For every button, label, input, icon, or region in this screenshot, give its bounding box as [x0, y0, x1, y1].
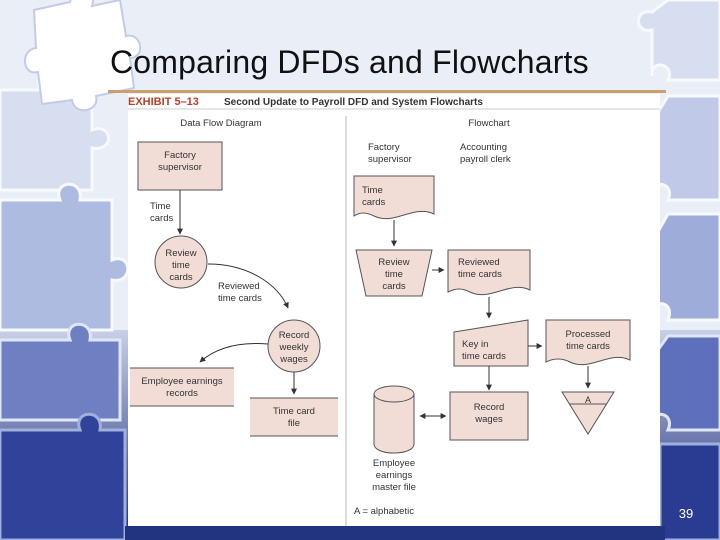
dfd-record-line1: Record	[279, 330, 310, 341]
dfd-time-cards-flow-line2: cards	[150, 213, 173, 224]
dfd-record-line2: weekly	[278, 342, 308, 353]
dfd-review-line2: time	[172, 260, 190, 271]
dfd-reviewed-flow-line2: time cards	[218, 293, 262, 304]
dfd-factory-supervisor-line1: Factory	[164, 150, 196, 161]
fc-processed-time-cards-document	[545, 319, 631, 366]
fc-accounting-clerk-line1: Accounting	[460, 142, 507, 153]
page-number: 39	[678, 506, 694, 521]
exhibit-caption: Second Update to Payroll DFD and System …	[224, 97, 483, 108]
fc-key-in-line1: Key in	[462, 339, 488, 350]
exhibit-diagram: EXHIBIT 5–13 Second Update to Payroll DF…	[128, 96, 660, 526]
fc-review-line1: Review	[378, 257, 409, 268]
fc-master-file-line1: Employee	[373, 458, 415, 469]
dfd-factory-supervisor-entity	[137, 141, 223, 191]
fc-master-file-line3: master file	[372, 482, 416, 493]
fc-review-line3: cards	[382, 281, 405, 292]
dfd-review-line1: Review	[165, 248, 196, 259]
dfd-review-time-cards-process	[154, 235, 208, 289]
dfd-employee-earnings-records-store	[130, 368, 234, 406]
fc-reviewed-time-cards-document	[447, 249, 531, 296]
fc-factory-supervisor-line2: supervisor	[368, 154, 412, 165]
fc-record-wages-process	[449, 391, 529, 441]
dfd-review-line3: cards	[169, 272, 192, 283]
exhibit-label: EXHIBIT 5–13	[128, 96, 199, 108]
slide-title: Comparing DFDs and Flowcharts	[110, 44, 589, 80]
fc-review-line2: time	[385, 269, 403, 280]
dfd-earnings-line2: records	[166, 388, 198, 399]
fc-reviewed-line1: Reviewed	[458, 257, 500, 268]
fc-key-in-manual-input	[453, 319, 529, 367]
dfd-reviewed-time-cards-arrow	[207, 263, 289, 309]
fc-review-manual-operation	[355, 249, 433, 297]
dfd-time-card-file-store	[250, 398, 338, 436]
fc-processed-line2: time cards	[566, 341, 610, 352]
flowchart-heading: Flowchart	[468, 118, 510, 129]
fc-accounting-clerk-line2: payroll clerk	[460, 154, 511, 165]
dfd-factory-supervisor-line2: supervisor	[158, 162, 202, 173]
fc-time-cards-document	[353, 175, 435, 220]
dfd-heading: Data Flow Diagram	[180, 118, 261, 129]
fc-legend: A = alphabetic	[354, 506, 414, 517]
dfd-to-earnings-records-arrow	[199, 343, 269, 363]
fc-time-cards-line1: Time	[362, 185, 383, 196]
dfd-reviewed-flow-line1: Reviewed	[218, 281, 260, 292]
fc-record-wages-line1: Record	[474, 402, 505, 413]
fc-factory-supervisor-line1: Factory	[368, 142, 400, 153]
fc-reviewed-line2: time cards	[458, 269, 502, 280]
fc-record-wages-line2: wages	[474, 414, 503, 425]
dfd-time-cards-flow-line1: Time	[150, 201, 171, 212]
dfd-earnings-line1: Employee earnings	[141, 376, 223, 387]
fc-master-file-line2: earnings	[376, 470, 413, 481]
fc-key-in-line2: time cards	[462, 351, 506, 362]
fc-processed-line1: Processed	[566, 329, 611, 340]
fc-offline-file	[561, 391, 615, 435]
dfd-record-line3: wages	[279, 354, 308, 365]
dfd-time-card-file-line1: Time card	[273, 406, 315, 417]
fc-time-cards-line2: cards	[362, 197, 385, 208]
exhibit-figure: EXHIBIT 5–13 Second Update to Payroll DF…	[128, 94, 660, 526]
title-divider	[108, 90, 666, 93]
fc-offline-file-label: A	[585, 395, 591, 405]
fc-employee-earnings-master-file	[373, 394, 415, 454]
dfd-time-card-file-line2: file	[288, 418, 300, 429]
